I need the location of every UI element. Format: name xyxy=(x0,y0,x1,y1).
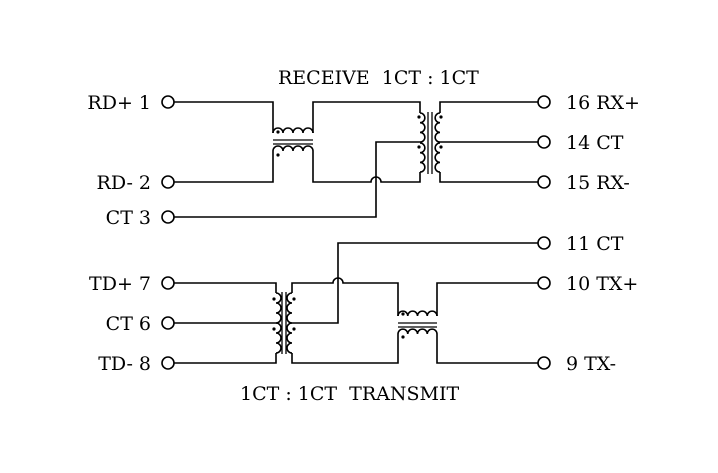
pin-label-ct3: CT 3 xyxy=(106,207,151,229)
wire-rd-minus xyxy=(174,151,421,183)
pin-tx-minus xyxy=(537,356,551,370)
pin-label-rd-minus: RD- 2 xyxy=(97,172,151,194)
pin-ct3 xyxy=(161,210,175,224)
polarity-dot xyxy=(292,297,296,301)
polarity-dot xyxy=(417,115,421,119)
transmit-title: 1CT : 1CT TRANSMIT xyxy=(240,383,459,405)
pin-label-ct6: CT 6 xyxy=(106,313,151,335)
pin-label-ct11: 11 CT xyxy=(566,233,624,255)
receive-title: RECEIVE 1CT : 1CT xyxy=(278,67,479,89)
tx-choke-bottom-winding xyxy=(397,328,438,335)
polarity-dot xyxy=(276,130,280,134)
wire-ct11 xyxy=(292,242,538,324)
pin-label-ct14: 14 CT xyxy=(566,132,624,154)
pin-label-td-minus: TD- 8 xyxy=(98,353,151,375)
wire-tx-out xyxy=(436,282,538,364)
pin-tx-plus xyxy=(537,276,551,290)
rx-transformer-secondary-lower xyxy=(434,142,441,173)
tx-choke-top-winding xyxy=(397,310,438,317)
polarity-dot xyxy=(401,335,405,339)
polarity-dot xyxy=(272,297,276,301)
tx-transformer-primary-upper xyxy=(275,292,282,324)
pin-label-tx-plus: 10 TX+ xyxy=(566,273,638,295)
pin-ct6 xyxy=(161,316,175,330)
pin-label-rx-plus: 16 RX+ xyxy=(566,92,640,114)
tx-transformer-secondary-upper xyxy=(286,292,293,324)
pin-label-rd-plus: RD+ 1 xyxy=(87,92,151,114)
wire-tx-secondary-bottom xyxy=(291,334,399,364)
pin-label-tx-minus: 9 TX- xyxy=(566,353,616,375)
pin-label-rx-minus: 15 RX- xyxy=(566,172,630,194)
polarity-dot xyxy=(401,312,405,316)
wire-rx-secondary xyxy=(439,101,538,183)
rx-transformer-secondary-upper xyxy=(434,112,441,143)
polarity-dot xyxy=(439,115,443,119)
pin-rd-plus xyxy=(161,95,175,109)
pin-rx-plus xyxy=(537,95,551,109)
tx-transformer-secondary-lower xyxy=(286,322,293,354)
polarity-dot xyxy=(439,145,443,149)
rx-choke-bottom-winding xyxy=(272,145,314,152)
polarity-dot xyxy=(276,153,280,157)
pin-td-minus xyxy=(161,356,175,370)
wire-rd-plus xyxy=(174,101,421,133)
tx-transformer-primary-lower xyxy=(275,322,282,354)
rx-transformer-primary-lower xyxy=(419,142,426,173)
wire-tx-secondary-top xyxy=(291,277,399,316)
rx-transformer-primary-upper xyxy=(419,112,426,143)
pin-label-td-plus: TD+ 7 xyxy=(89,273,151,295)
polarity-dot xyxy=(272,327,276,331)
polarity-dot xyxy=(417,145,421,149)
pin-ct11 xyxy=(537,236,551,250)
rx-choke-top-winding xyxy=(272,127,314,134)
polarity-dot xyxy=(292,327,296,331)
pin-ct14 xyxy=(537,135,551,149)
wire-td-plus xyxy=(174,282,277,364)
wire-ct3 xyxy=(174,141,420,218)
pin-td-plus xyxy=(161,276,175,290)
pin-rx-minus xyxy=(537,175,551,189)
pin-rd-minus xyxy=(161,175,175,189)
